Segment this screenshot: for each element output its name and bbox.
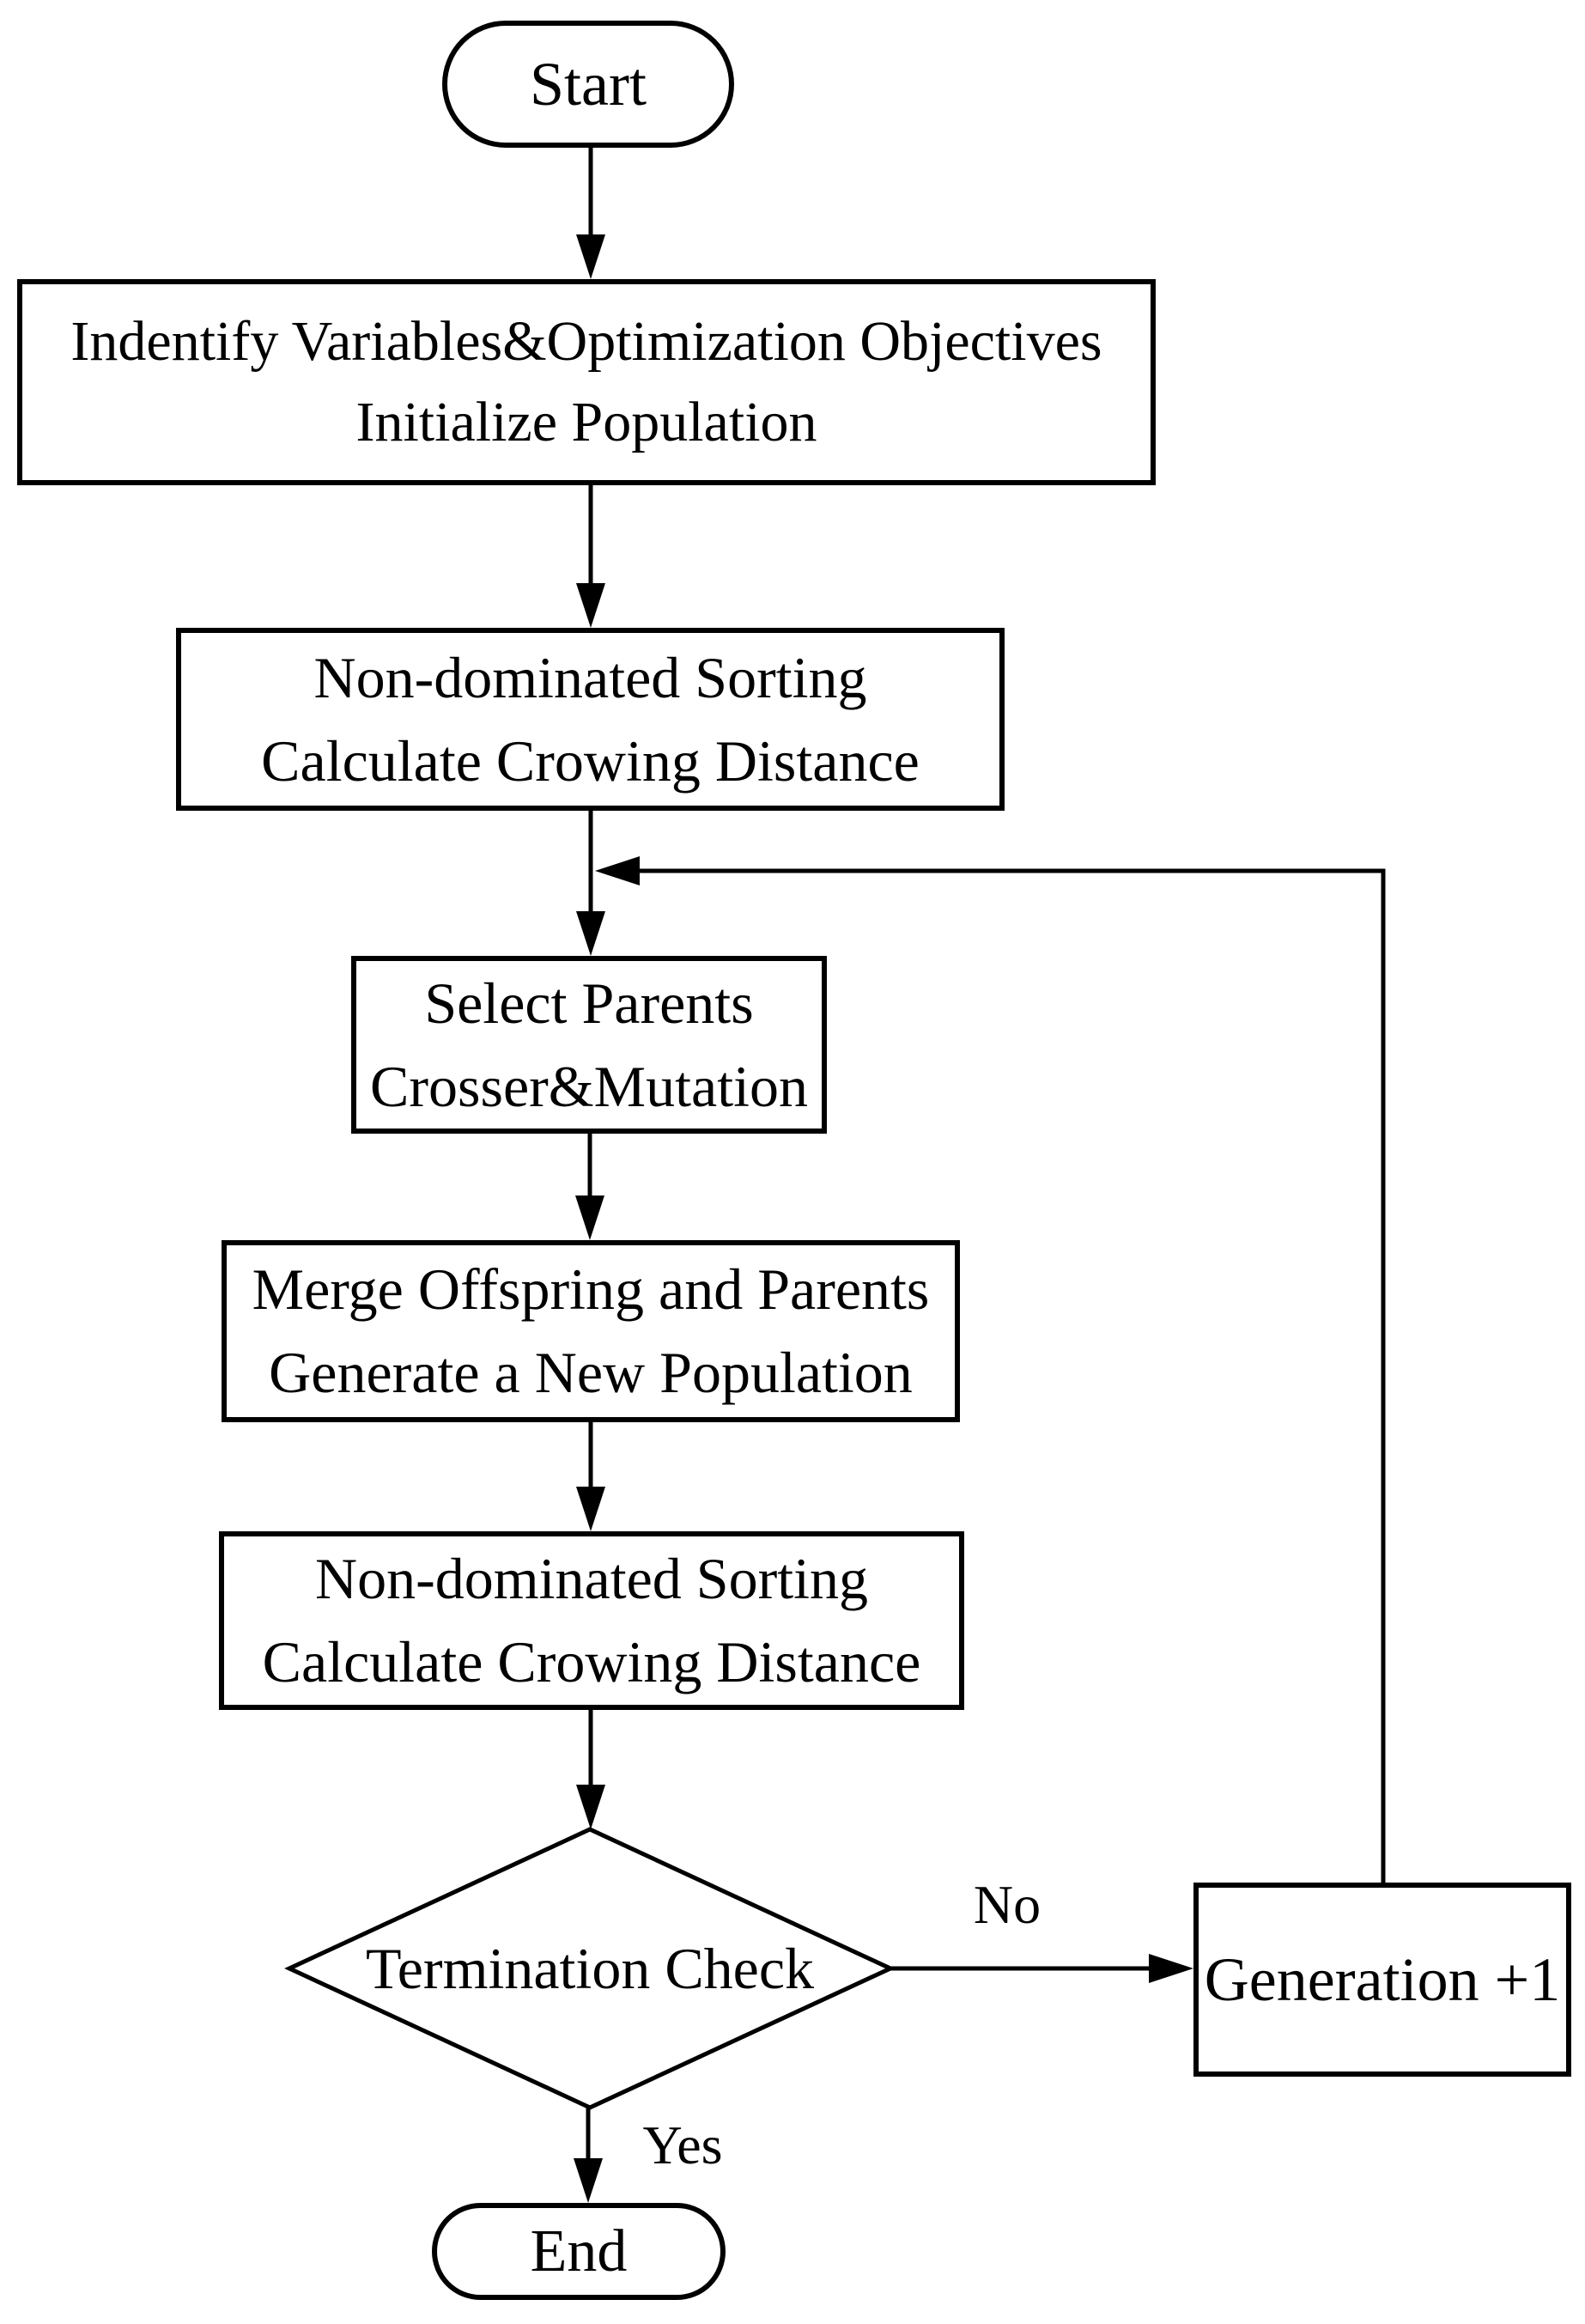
nondominated-sorting-2-line1: Non-dominated Sorting bbox=[314, 1546, 869, 1612]
yes-branch-label: Yes bbox=[642, 2114, 723, 2175]
select-parents-node: Select Parents Crosser&Mutation bbox=[351, 956, 827, 1134]
nondominated-sorting-1-line1: Non-dominated Sorting bbox=[313, 644, 867, 710]
identify-variables-line1: Indentify Variables&Optimization Objecti… bbox=[70, 310, 1102, 374]
nondominated-sorting-node-1: Non-dominated Sorting Calculate Crowing … bbox=[176, 628, 1005, 811]
merge-offspring-line1: Merge Offspring and Parents bbox=[252, 1256, 930, 1323]
end-node: End bbox=[432, 2203, 726, 2300]
merge-offspring-node: Merge Offspring and Parents Generate a N… bbox=[222, 1240, 960, 1422]
arrowhead-sort1 bbox=[576, 583, 605, 628]
no-branch-label: No bbox=[973, 1874, 1041, 1935]
nondominated-sorting-1-line2: Calculate Crowing Distance bbox=[261, 727, 920, 794]
start-label: Start bbox=[530, 49, 647, 119]
arrowhead-decision bbox=[576, 1785, 605, 1829]
start-node: Start bbox=[442, 21, 734, 148]
arrowhead-init bbox=[576, 234, 605, 279]
identify-variables-line2: Initialize Population bbox=[355, 391, 817, 453]
arrowhead-loop-junction bbox=[595, 856, 640, 885]
nondominated-sorting-node-2: Non-dominated Sorting Calculate Crowing … bbox=[219, 1531, 964, 1710]
edge-generation-loop bbox=[640, 868, 1386, 1883]
generation-plus-one-label: Generation +1 bbox=[1204, 1944, 1561, 2014]
end-label: End bbox=[530, 2218, 628, 2284]
select-parents-line1: Select Parents bbox=[424, 970, 754, 1036]
arrowhead-generation bbox=[1149, 1954, 1193, 1983]
generation-plus-one-node: Generation +1 bbox=[1193, 1883, 1571, 2077]
arrowhead-select bbox=[576, 911, 605, 956]
select-parents-line2: Crosser&Mutation bbox=[370, 1053, 808, 1119]
nondominated-sorting-2-line2: Calculate Crowing Distance bbox=[262, 1629, 921, 1694]
arrowhead-sort2 bbox=[576, 1487, 605, 1531]
merge-offspring-line2: Generate a New Population bbox=[269, 1340, 913, 1405]
arrowhead-end bbox=[574, 2158, 603, 2203]
arrowhead-merge bbox=[575, 1195, 604, 1240]
termination-check-label: Termination Check bbox=[365, 1935, 815, 2001]
identify-variables-node: Indentify Variables&Optimization Objecti… bbox=[17, 279, 1156, 485]
